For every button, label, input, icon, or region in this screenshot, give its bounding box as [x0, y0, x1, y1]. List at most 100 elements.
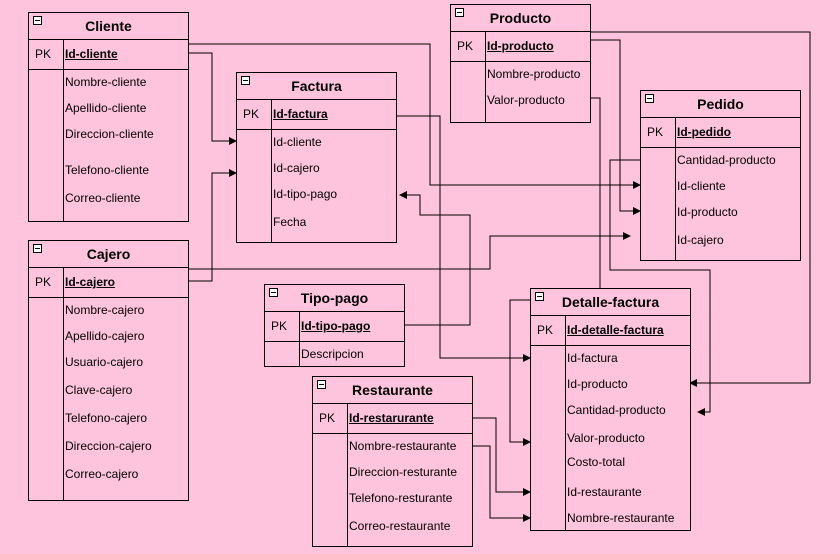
entity-header: Cajero [29, 241, 188, 268]
attribute: Fecha [273, 215, 307, 229]
pk-label: PK [537, 323, 554, 337]
pk-row: PK Id-cajero [29, 268, 188, 298]
attribute: Correo-restaurante [349, 519, 451, 533]
attribute: Apellido-cliente [65, 101, 147, 115]
pk-field: Id-producto [487, 39, 554, 53]
connector-cliente-pedido [188, 43, 641, 189]
connector-producto-detalle-id [590, 31, 811, 387]
entity-title: Producto [489, 10, 552, 26]
entity-title: Detalle-factura [561, 294, 660, 310]
column-divider [63, 40, 64, 221]
column-divider [485, 32, 486, 122]
connector-pedido-detalle-cantidad [609, 159, 711, 416]
attribute: Telefono-cajero [65, 411, 148, 425]
pk-label: PK [647, 125, 664, 139]
connector-factura-detalle [396, 115, 531, 362]
pk-field: Id-cajero [65, 275, 116, 289]
attribute: Id-cliente [273, 135, 322, 149]
collapse-icon[interactable] [645, 94, 654, 103]
entity-header: Pedido [641, 91, 800, 118]
entity-title: Tipo-pago [300, 290, 369, 306]
entity-tipo-pago[interactable]: Tipo-pago PK Id-tipo-pago Descripcion [264, 284, 405, 367]
column-divider [565, 316, 566, 530]
attribute: Direccion-cliente [65, 127, 154, 141]
pk-label: PK [271, 319, 288, 333]
entity-cliente[interactable]: Cliente PK Id-cliente Nombre-cliente Ape… [28, 12, 189, 222]
entity-pedido[interactable]: Pedido PK Id-pedido Cantidad-producto Id… [640, 90, 801, 261]
column-divider [347, 404, 348, 546]
attribute: Nombre-cajero [65, 303, 145, 317]
entity-producto[interactable]: Producto PK Id-producto Nombre-producto … [450, 4, 591, 123]
collapse-icon[interactable] [33, 16, 42, 25]
connector-tipopago-factura [399, 191, 471, 326]
collapse-icon[interactable] [33, 244, 42, 253]
pk-field: Id-cliente [65, 47, 118, 61]
entity-title: Restaurante [352, 382, 433, 398]
attribute: Id-restaurante [567, 485, 642, 499]
attribute: Id-cliente [677, 179, 726, 193]
attribute: Valor-producto [487, 93, 565, 107]
column-divider [675, 118, 676, 260]
column-divider [271, 100, 272, 242]
pk-label: PK [35, 47, 52, 61]
attribute: Direccion-resturante [349, 465, 458, 479]
collapse-icon[interactable] [455, 8, 464, 17]
connector-restaurante-detalle-nombre [472, 445, 531, 522]
attribute: Costo-total [567, 455, 626, 469]
entity-header: Factura [237, 73, 396, 100]
entity-title: Factura [291, 78, 342, 94]
attribute: Apellido-cajero [65, 329, 145, 343]
attribute: Id-factura [567, 351, 618, 365]
attribute: Id-tipo-pago [273, 187, 338, 201]
entity-header: Detalle-factura [531, 289, 690, 316]
entity-title: Pedido [697, 96, 744, 112]
pk-label: PK [243, 107, 260, 121]
collapse-icon[interactable] [241, 76, 250, 85]
entity-header: Restaurante [313, 377, 472, 404]
connector-cajero-factura [188, 169, 237, 282]
attribute: Telefono-resturante [349, 491, 453, 505]
attribute: Id-producto [567, 377, 628, 391]
connector-restaurante-detalle-id [472, 417, 531, 496]
attribute: Clave-cajero [65, 383, 133, 397]
connector-cajero-pedido [188, 232, 631, 270]
attribute: Telefono-cliente [65, 163, 150, 177]
pk-row: PK Id-producto [451, 32, 590, 62]
attribute: Cantidad-producto [567, 403, 666, 417]
entity-header: Producto [451, 5, 590, 32]
collapse-icon[interactable] [317, 380, 326, 389]
pk-row: PK Id-restarurante [313, 404, 472, 434]
collapse-icon[interactable] [535, 292, 544, 301]
entity-header: Tipo-pago [265, 285, 404, 312]
pk-label: PK [319, 411, 336, 425]
connector-producto-pedido [590, 39, 641, 215]
pk-row: PK Id-factura [237, 100, 396, 130]
pk-field: Id-tipo-pago [301, 319, 371, 333]
entity-cajero[interactable]: Cajero PK Id-cajero Nombre-cajero Apelli… [28, 240, 189, 501]
column-divider [299, 312, 300, 366]
column-divider [63, 268, 64, 500]
pk-row: PK Id-cliente [29, 40, 188, 70]
entity-header: Cliente [29, 13, 188, 40]
pk-row: PK Id-tipo-pago [265, 312, 404, 342]
attribute: Nombre-restaurante [567, 511, 675, 525]
pk-row: PK Id-detalle-factura [531, 316, 690, 346]
attribute: Nombre-restaurante [349, 439, 457, 453]
entity-title: Cliente [85, 18, 132, 34]
attribute: Valor-producto [567, 431, 645, 445]
attribute: Descripcion [301, 347, 364, 361]
attribute: Id-producto [677, 205, 738, 219]
attribute: Usuario-cajero [65, 355, 144, 369]
attribute: Direccion-cajero [65, 439, 152, 453]
attribute: Nombre-cliente [65, 75, 147, 89]
pk-label: PK [35, 275, 52, 289]
attribute: Correo-cajero [65, 467, 139, 481]
entity-factura[interactable]: Factura PK Id-factura Id-cliente Id-caje… [236, 72, 397, 243]
collapse-icon[interactable] [269, 288, 278, 297]
entity-restaurante[interactable]: Restaurante PK Id-restarurante Nombre-re… [312, 376, 473, 547]
attribute: Id-cajero [273, 161, 320, 175]
entity-detalle-factura[interactable]: Detalle-factura PK Id-detalle-factura Id… [530, 288, 691, 531]
pk-field: Id-restarurante [349, 411, 434, 425]
connector-cliente-factura [188, 52, 237, 145]
